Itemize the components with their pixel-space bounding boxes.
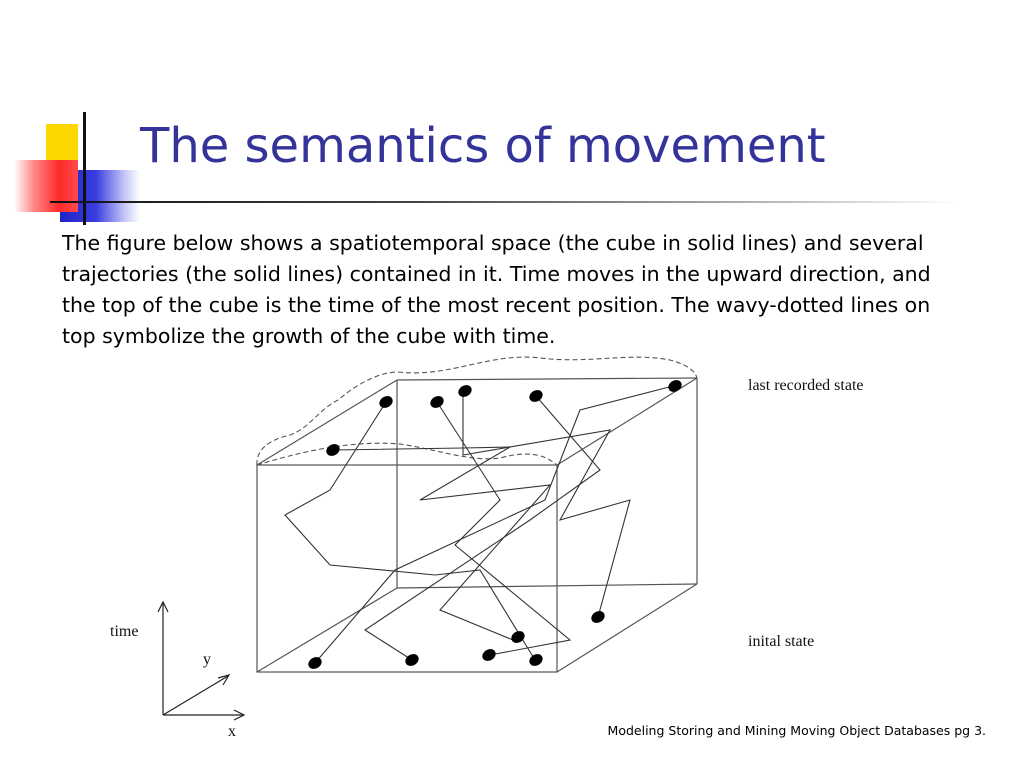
trajectory-1 <box>332 446 552 641</box>
cube-front-edges <box>256 377 698 673</box>
trajectory-point <box>379 396 393 408</box>
trajectory-point <box>511 631 525 643</box>
initial-state-points <box>308 611 605 669</box>
trajectory-point <box>591 611 605 623</box>
trajectory-point <box>668 380 682 392</box>
trajectory-point <box>529 654 543 666</box>
trajectory-4 <box>462 392 631 618</box>
trajectory-5 <box>363 395 601 661</box>
trajectory-point <box>458 385 472 397</box>
growth-wavy-lines <box>256 356 698 466</box>
slide-title: The semantics of movement <box>140 118 826 174</box>
trajectory-point <box>529 390 543 402</box>
axis-label-y: y <box>203 651 211 668</box>
decor-vertical-line <box>83 112 86 225</box>
trajectory-point <box>430 396 444 408</box>
trajectory-6 <box>314 385 674 664</box>
label-initial-state: inital state <box>748 633 814 650</box>
trajectory-point <box>308 657 322 669</box>
axis-label-x: x <box>228 723 236 740</box>
title-underline <box>50 201 960 203</box>
trajectory-2 <box>284 401 536 661</box>
trajectory-point <box>326 444 340 456</box>
trajectories <box>284 385 674 664</box>
trajectory-point <box>482 649 496 661</box>
trajectory-point <box>405 654 419 666</box>
cube-back-edges <box>256 377 698 673</box>
label-last-recorded-state: last recorded state <box>748 377 864 394</box>
slide-body-text: The figure below shows a spatiotemporal … <box>62 231 931 348</box>
decor-red-square <box>14 160 78 212</box>
trajectory-3 <box>436 401 572 656</box>
axis-label-time: time <box>110 623 138 640</box>
last-state-points <box>326 380 682 456</box>
slide-footer: Modeling Storing and Mining Moving Objec… <box>607 723 986 738</box>
axes-indicator <box>157 600 246 721</box>
